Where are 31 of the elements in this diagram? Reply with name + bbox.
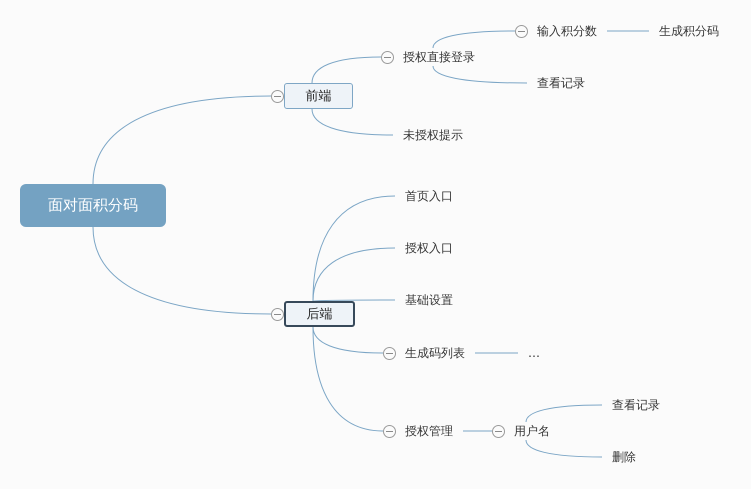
topic-label: 查看记录 bbox=[537, 76, 585, 90]
branch-line bbox=[462, 430, 492, 432]
topic-label: 基础设置 bbox=[405, 293, 453, 307]
branch-line bbox=[312, 326, 384, 432]
branch-line bbox=[92, 226, 272, 314]
topic-label: 授权入口 bbox=[405, 241, 453, 255]
branch-line bbox=[526, 440, 602, 458]
branch-line bbox=[312, 248, 396, 302]
topic-label: 首页入口 bbox=[405, 189, 453, 203]
branch-line bbox=[432, 66, 528, 84]
topic-label: 输入积分数 bbox=[537, 24, 597, 38]
branch-line bbox=[474, 352, 518, 354]
branch-line bbox=[432, 30, 516, 48]
topic-box: 前端 bbox=[284, 83, 353, 109]
root-topic: 面对面积分码 bbox=[20, 184, 166, 227]
topic-label: 查看记录 bbox=[612, 398, 660, 412]
topic-label: 授权管理 bbox=[405, 424, 453, 438]
topic-label: 用户名 bbox=[514, 424, 550, 438]
topic-box: 后端 bbox=[284, 301, 355, 327]
branch-line bbox=[312, 56, 382, 84]
topic-label: 未授权提示 bbox=[403, 128, 463, 142]
branch-line bbox=[526, 404, 602, 422]
branch-line bbox=[312, 300, 396, 302]
branch-line bbox=[92, 96, 272, 184]
topic-label: 生成码列表 bbox=[405, 346, 465, 360]
branch-line bbox=[312, 108, 394, 136]
topic-label: 生成积分码 bbox=[659, 24, 719, 38]
topic-label: … bbox=[528, 346, 540, 360]
branch-line bbox=[606, 30, 650, 32]
topic-label: 授权直接登录 bbox=[403, 50, 475, 64]
topic-label: 删除 bbox=[612, 450, 636, 464]
